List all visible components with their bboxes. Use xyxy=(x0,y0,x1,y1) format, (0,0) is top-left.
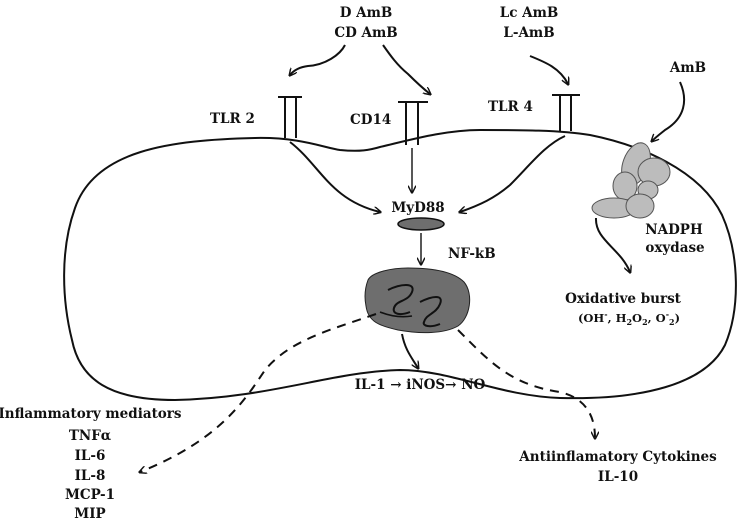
amb-label: AmB xyxy=(669,60,706,76)
cell-membrane xyxy=(63,128,737,402)
nadph-label: NADPH xyxy=(645,222,703,238)
cd-amb-label: CD AmB xyxy=(334,25,397,41)
cd14-label: CD14 xyxy=(350,112,391,128)
antiinflammatory-title: Antiinflamatory Cytokines xyxy=(518,449,717,465)
myd88-label: MyD88 xyxy=(391,200,444,216)
dna-strand-2 xyxy=(419,296,442,328)
arrow-to-cd14 xyxy=(382,44,430,94)
cd14-receptor xyxy=(398,101,428,145)
arrow-to-nadph xyxy=(652,81,686,141)
arrow-to-tlr4 xyxy=(529,55,568,84)
dna-strand-3 xyxy=(379,311,413,318)
inflammatory-mediator-item: TNFα xyxy=(69,428,112,444)
arrow-tlr4-to-myd88 xyxy=(460,135,566,212)
inflammatory-mediator-item: IL-8 xyxy=(75,468,106,484)
nfkb-label: NF-kB xyxy=(448,246,496,262)
d-amb-label: D AmB xyxy=(340,5,393,21)
dashed-arrow-to-antiinflammatory xyxy=(457,329,595,438)
nucleus xyxy=(364,267,471,334)
lc-amb-label: Lc AmB xyxy=(500,5,559,21)
inflammatory-mediator-item: IL-6 xyxy=(75,448,106,464)
tlr4-receptor xyxy=(552,94,580,131)
il-pathway-label: IL-1 → iNOS→ NO xyxy=(355,377,486,393)
arrow-to-tlr2 xyxy=(290,44,346,75)
arrow-nadph-to-burst xyxy=(594,217,630,272)
oxidative-burst-label: Oxidative burst xyxy=(565,291,682,307)
tlr2-receptor xyxy=(278,96,302,138)
inflammatory-mediator-item: MIP xyxy=(74,506,105,522)
l-amb-label: L-AmB xyxy=(503,25,554,41)
tlr4-label: TLR 4 xyxy=(488,99,533,115)
il10-label: IL-10 xyxy=(598,469,638,485)
tlr2-label: TLR 2 xyxy=(210,111,255,127)
inflammatory-mediator-item: MCP-1 xyxy=(65,487,115,503)
nadph-oxidase-complex xyxy=(591,142,671,219)
oxydase-label: oxydase xyxy=(645,240,704,256)
inflammatory-mediators-title: Inflammatory mediators xyxy=(0,406,182,422)
dna-strand-1 xyxy=(387,284,414,316)
arrow-tlr2-to-myd88 xyxy=(289,141,380,212)
myd88-ellipse xyxy=(397,217,445,231)
dashed-arrow-to-inflammatory xyxy=(140,313,377,472)
arrow-nucleus-to-il1 xyxy=(401,333,418,368)
ros-formula: (OH-, H2O2, O-2) xyxy=(578,309,680,327)
